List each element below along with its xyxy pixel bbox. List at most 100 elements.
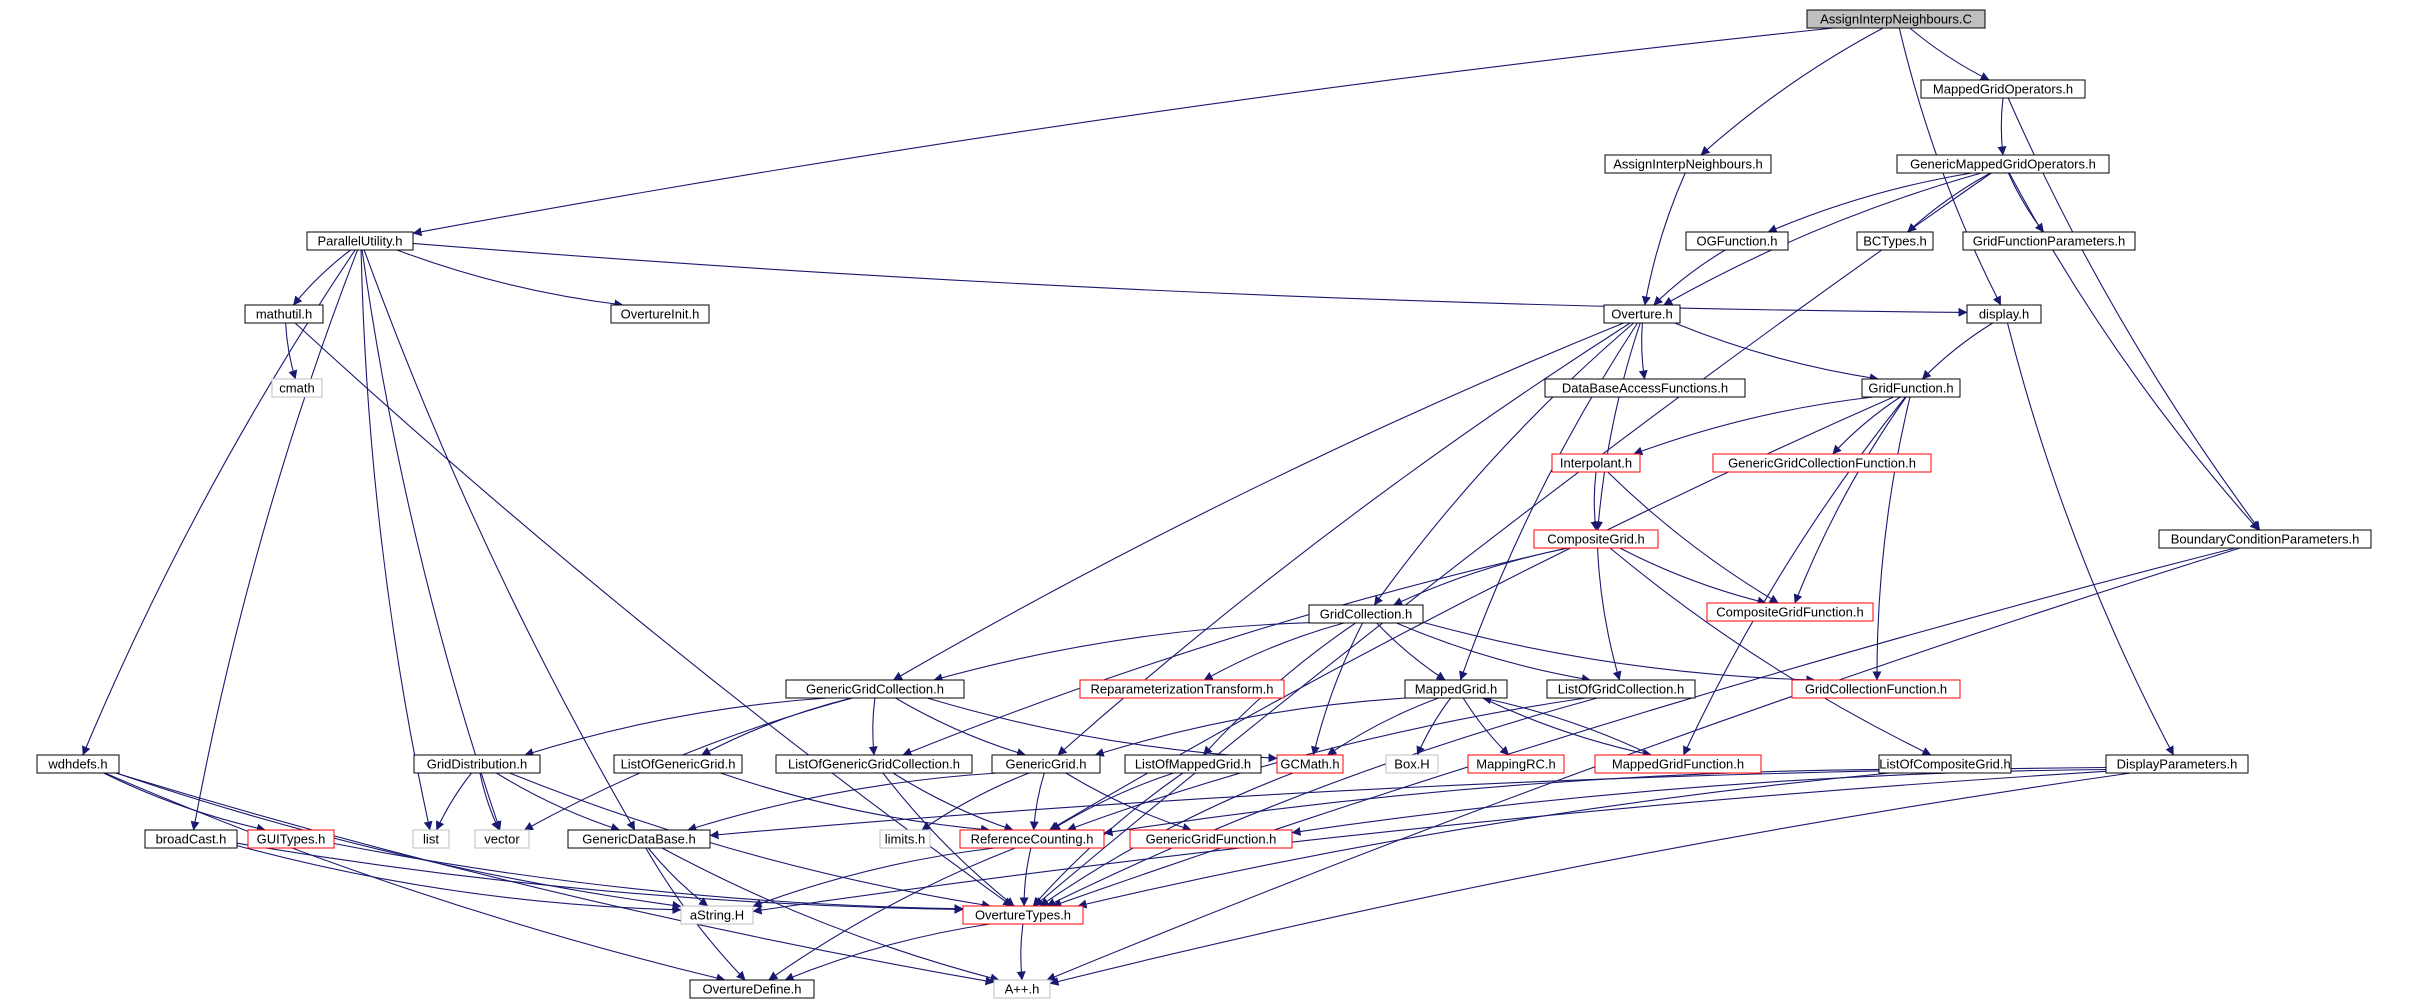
node-dp[interactable]: DisplayParameters.h <box>2105 754 2249 774</box>
edge-gg-to-rc <box>1029 772 1045 831</box>
edge-gd-to-gdb <box>496 772 621 832</box>
node-cg[interactable]: CompositeGrid.h <box>1533 529 1659 549</box>
edge-dp-to-astr <box>752 770 2107 915</box>
node-box <box>1404 679 1508 699</box>
node-cgf[interactable]: CompositeGridFunction.h <box>1706 602 1874 622</box>
edge-mathutil-to-cmath <box>285 322 298 380</box>
edge-gui-to-ot <box>333 842 964 914</box>
edge-gdb-to-app <box>661 847 1000 983</box>
node-gg[interactable]: GenericGrid.h <box>991 754 1101 774</box>
edge-interp-to-cg <box>1590 471 1600 531</box>
node-box <box>680 905 754 925</box>
node-bc[interactable]: broadCast.h <box>144 829 238 849</box>
node-label: Box.H <box>1394 757 1429 772</box>
node-box <box>1791 679 1961 699</box>
node-gcf[interactable]: GridCollectionFunction.h <box>1791 679 1961 699</box>
node-rc[interactable]: ReferenceCounting.h <box>959 829 1105 849</box>
edge-ot-to-app <box>1016 923 1026 981</box>
node-mathutil[interactable]: mathutil.h <box>244 304 324 324</box>
node-locg[interactable]: ListOfCompositeGrid.h <box>1878 754 2012 774</box>
node-gf[interactable]: GridFunction.h <box>1861 378 1961 398</box>
node-oinit[interactable]: OvertureInit.h <box>610 304 710 324</box>
node-box <box>1124 754 1262 774</box>
node-gd[interactable]: GridDistribution.h <box>413 754 541 774</box>
node-mrc[interactable]: MappingRC.h <box>1467 754 1565 774</box>
node-box <box>1079 679 1285 699</box>
edge-locg-to-ot <box>1077 772 1891 909</box>
node-box <box>1533 529 1659 549</box>
edge-pu-to-mathutil <box>292 249 351 306</box>
node-gui[interactable]: GUITypes.h <box>247 829 335 849</box>
node-label: GenericGridCollectionFunction.h <box>1728 456 1916 471</box>
node-ot[interactable]: OvertureTypes.h <box>962 905 1084 925</box>
node-box <box>993 979 1051 999</box>
node-wdh[interactable]: wdhdefs.h <box>36 754 120 774</box>
edge-loggc-to-rc <box>892 772 1014 832</box>
node-rpt[interactable]: ReparameterizationTransform.h <box>1079 679 1285 699</box>
edge-logg-to-rc <box>720 772 990 834</box>
node-disp[interactable]: display.h <box>1966 304 2042 324</box>
edge-gg-to-ggf <box>1065 772 1192 832</box>
node-label: GenericGridCollection.h <box>806 682 944 697</box>
node-ggf[interactable]: GenericGridFunction.h <box>1129 829 1293 849</box>
node-ggc[interactable]: GenericGridCollection.h <box>785 679 965 699</box>
edge-bc-to-ot <box>236 842 964 914</box>
node-od[interactable]: OvertureDefine.h <box>689 979 815 999</box>
node-box <box>306 231 414 251</box>
node-box <box>271 378 323 398</box>
edge-disp-to-dp <box>2006 322 2174 756</box>
edge-gd-to-list <box>435 772 472 831</box>
node-ogf[interactable]: OGFunction.h <box>1685 231 1789 251</box>
node-pu[interactable]: ParallelUtility.h <box>306 231 414 251</box>
node-box <box>785 679 965 699</box>
node-label: GridDistribution.h <box>427 757 527 772</box>
node-label: ListOfGenericGridCollection.h <box>788 757 960 772</box>
node-mgf[interactable]: MappedGridFunction.h <box>1594 754 1762 774</box>
node-bcp[interactable]: BoundaryConditionParameters.h <box>2158 529 2372 549</box>
node-label: Overture.h <box>1611 307 1672 322</box>
node-gmgo[interactable]: GenericMappedGridOperators.h <box>1896 154 2110 174</box>
node-box <box>1603 304 1681 324</box>
node-label: display.h <box>1979 307 2029 322</box>
node-ggcf[interactable]: GenericGridCollectionFunction.h <box>1712 453 1932 473</box>
node-logg[interactable]: ListOfGenericGrid.h <box>613 754 743 774</box>
node-label: ListOfMappedGrid.h <box>1135 757 1251 772</box>
node-mg[interactable]: MappedGrid.h <box>1404 679 1508 699</box>
node-ovh[interactable]: Overture.h <box>1603 304 1681 324</box>
node-limits: limits.h <box>879 829 931 849</box>
node-ain[interactable]: AssignInterpNeighbours.h <box>1604 154 1772 174</box>
node-lomg[interactable]: ListOfMappedGrid.h <box>1124 754 1262 774</box>
node-cmath: cmath <box>271 378 323 398</box>
node-box <box>991 754 1101 774</box>
edge-gc-to-mg <box>1376 622 1446 681</box>
node-label: GridCollection.h <box>1320 607 1413 622</box>
edge-rc-to-ot <box>1019 847 1032 907</box>
node-label: OvertureTypes.h <box>975 908 1071 923</box>
node-dbaf[interactable]: DataBaseAccessFunctions.h <box>1544 378 1746 398</box>
node-bct[interactable]: BCTypes.h <box>1856 231 1934 251</box>
edge-gf-to-interp <box>1633 396 1874 456</box>
node-loggc[interactable]: ListOfGenericGridCollection.h <box>775 754 973 774</box>
node-astr: aString.H <box>680 905 754 925</box>
edge-ot-to-od <box>784 923 991 981</box>
edge-disp-to-gf <box>1921 322 1993 380</box>
node-gdb[interactable]: GenericDataBase.h <box>567 829 711 849</box>
edge-pu-to-vector <box>361 249 502 831</box>
node-gc[interactable]: GridCollection.h <box>1308 604 1424 624</box>
node-label: A++.h <box>1005 982 1040 997</box>
node-vector: vector <box>474 829 530 849</box>
node-label: limits.h <box>885 832 925 847</box>
node-box <box>1308 604 1424 624</box>
edge-interp-to-cgf <box>1607 471 1779 604</box>
node-gcm[interactable]: GCMath.h <box>1276 754 1344 774</box>
node-gfp[interactable]: GridFunctionParameters.h <box>1962 231 2136 251</box>
node-mgo[interactable]: MappedGridOperators.h <box>1920 79 2086 99</box>
edge-ovh-to-gc <box>1373 322 1635 606</box>
node-box <box>1806 9 1986 29</box>
edge-mg-to-gcm <box>1327 697 1439 756</box>
edge-gmgo-to-bct <box>1907 172 1991 233</box>
node-interp[interactable]: Interpolant.h <box>1551 453 1641 473</box>
edge-dp-to-gdb <box>709 766 2107 840</box>
node-root[interactable]: AssignInterpNeighbours.C <box>1806 9 1986 29</box>
node-logc[interactable]: ListOfGridCollection.h <box>1546 679 1696 699</box>
